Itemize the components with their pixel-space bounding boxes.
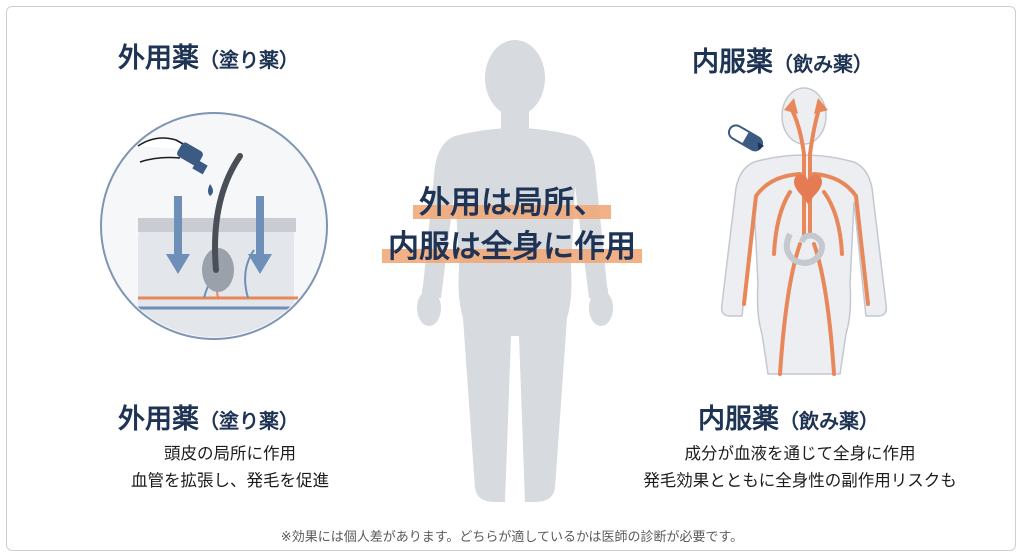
- left-desc-line-2: 血管を拡張し、発毛を促進: [131, 471, 329, 490]
- right-top-title-main: 内服薬: [692, 47, 773, 78]
- left-description: 頭皮の局所に作用 血管を拡張し、発毛を促進: [80, 440, 380, 494]
- center-body-silhouette: [417, 40, 613, 502]
- left-top-title: 外用薬（塗り薬）: [118, 36, 299, 75]
- right-desc-line-1: 成分が血液を通じて全身に作用: [684, 444, 916, 463]
- hair-follicle-icon: [202, 153, 243, 292]
- right-description: 成分が血液を通じて全身に作用 発毛効果とともに全身性の副作用リスクも: [610, 440, 990, 494]
- heart-icon: [794, 174, 822, 204]
- right-desc-line-2: 発毛効果とともに全身性の副作用リスクも: [643, 471, 957, 490]
- center-label-line2: 内服は全身に作用: [382, 227, 642, 267]
- right-bottom-title: 内服薬（飲み薬）: [698, 397, 879, 436]
- stomach-icon: [783, 232, 825, 266]
- pill-capsule-icon: [727, 124, 764, 152]
- footnote: ※効果には個人差があります。どちらが適しているかは医師の診断が必要です。: [280, 530, 744, 545]
- center-label-line1: 外用は局所、: [413, 183, 611, 223]
- left-top-title-main: 外用薬: [118, 43, 199, 74]
- left-bottom-title: 外用薬（塗り薬）: [118, 397, 299, 436]
- right-top-title-paren: （飲み薬）: [773, 52, 873, 76]
- scalp-cross-section-illustration: [100, 112, 328, 340]
- left-desc-line-1: 頭皮の局所に作用: [164, 444, 296, 463]
- left-bottom-title-paren: （塗り薬）: [199, 409, 299, 433]
- left-top-title-paren: （塗り薬）: [199, 48, 299, 72]
- right-bottom-title-main: 内服薬: [698, 404, 779, 435]
- circulatory-body-illustration: [720, 87, 888, 376]
- dropper-icon: [137, 137, 213, 196]
- right-bottom-title-paren: （飲み薬）: [779, 409, 879, 433]
- right-top-title: 内服薬（飲み薬）: [692, 40, 873, 79]
- left-bottom-title-main: 外用薬: [118, 404, 199, 435]
- center-label: 外用は局所、 内服は全身に作用: [356, 183, 668, 271]
